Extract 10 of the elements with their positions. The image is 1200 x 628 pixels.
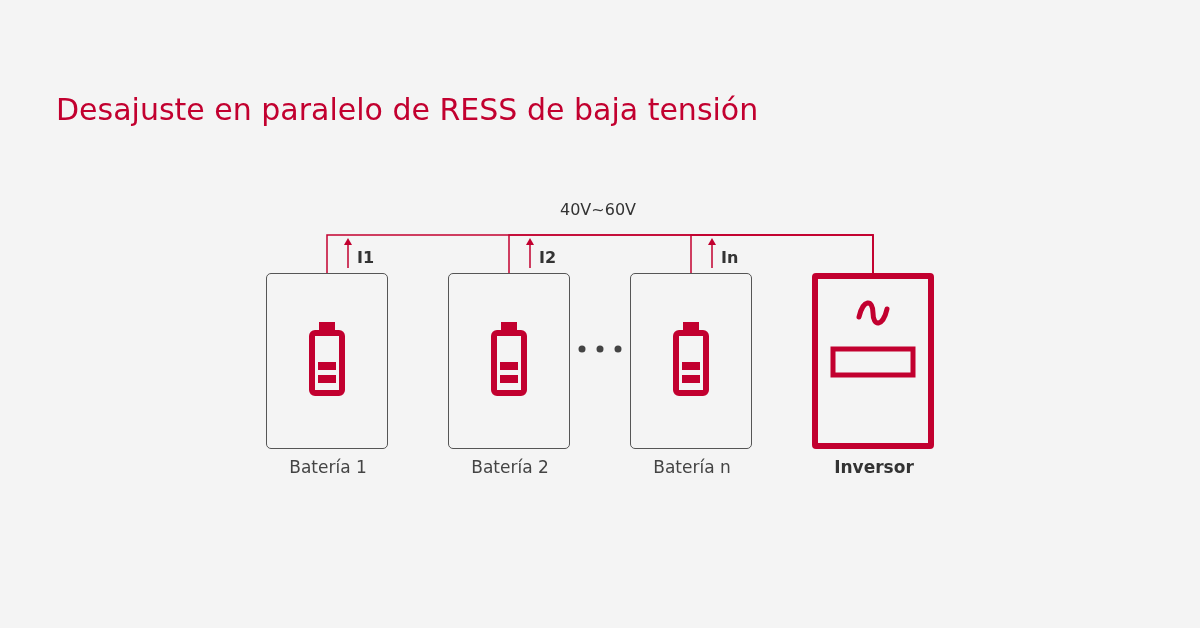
node-label: Batería 1 [288, 457, 368, 477]
current-label: I1 [357, 248, 375, 267]
node-label: Batería n [652, 457, 732, 477]
current-label: I2 [539, 248, 557, 267]
voltage-label: 40V~60V [560, 200, 636, 219]
wire [690, 234, 874, 274]
node-label: Inversor [833, 457, 915, 477]
node-label: Batería 2 [470, 457, 550, 477]
title: Desajuste en paralelo de RESS de baja tensión [56, 92, 759, 127]
current-label: In [721, 248, 739, 267]
